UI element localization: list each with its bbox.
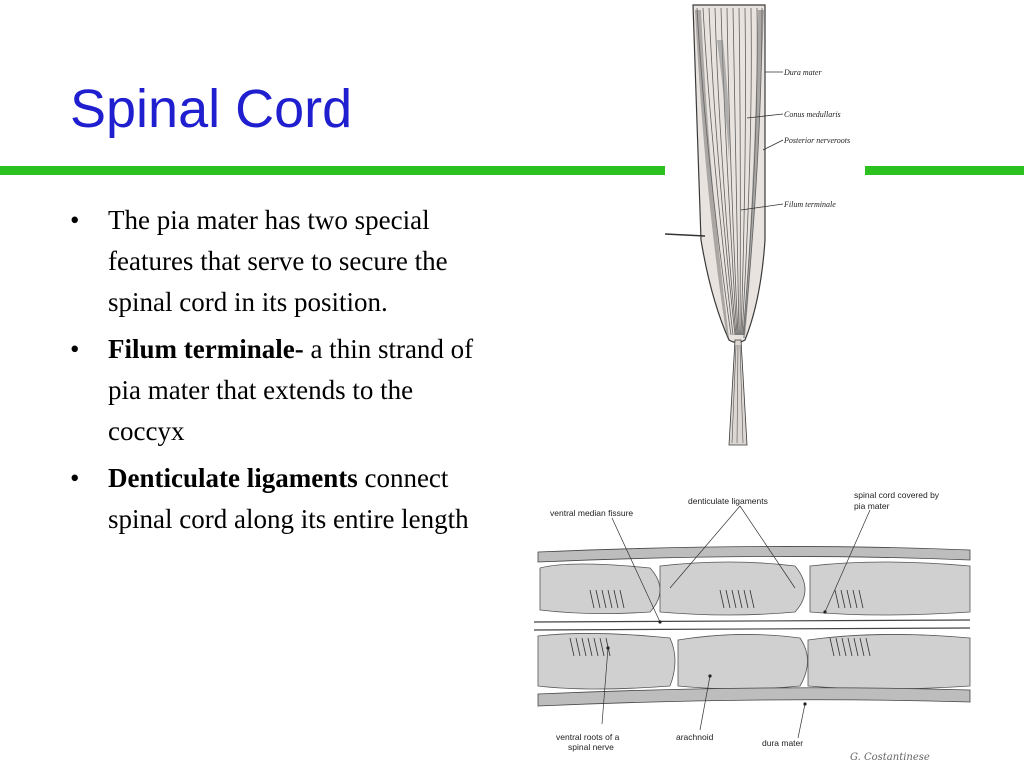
bullet-dot: • (70, 334, 80, 364)
label-arachnoid: arachnoid (676, 732, 714, 742)
bullet-bold: Filum terminale- (108, 334, 304, 364)
filum-terminale-illustration: Dura mater Conus medullaris Posterior ne… (665, 0, 865, 450)
bullet-dot: • (70, 463, 80, 493)
label-ventral-roots-2: spinal nerve (568, 742, 614, 752)
illustrator-signature: G. Costantinese (850, 752, 930, 763)
bullet-bold: Denticulate ligaments (108, 463, 358, 493)
label-conus-medullaris: Conus medullaris (784, 110, 841, 119)
label-posterior-nerveroots: Posterior nerveroots (783, 136, 850, 145)
bullet-item: • Filum terminale- a thin strand of pia … (70, 329, 490, 452)
bullet-list: • The pia mater has two special features… (70, 200, 490, 546)
bullet-text: The pia mater has two special features t… (108, 205, 448, 317)
bullet-dot: • (70, 205, 80, 235)
label-denticulate-ligaments: denticulate ligaments (688, 496, 768, 506)
denticulate-ligaments-illustration: ventral median fissure denticulate ligam… (530, 480, 1024, 768)
label-dura-mater-bottom: dura mater (762, 738, 803, 748)
title-underline-right (865, 166, 1024, 175)
bullet-item: • The pia mater has two special features… (70, 200, 490, 323)
slide-title: Spinal Cord (70, 79, 353, 139)
label-dura-mater: Dura mater (783, 68, 822, 77)
label-filum-terminale: Filum terminale (783, 200, 836, 209)
label-spinal-cord-covered-2: pia mater (854, 501, 890, 511)
label-ventral-roots-1: ventral roots of a (556, 732, 620, 742)
bullet-item: • Denticulate ligaments connect spinal c… (70, 458, 490, 540)
title-underline-left (0, 166, 665, 175)
label-ventral-median-fissure: ventral median fissure (550, 508, 633, 518)
bullet-text: connect spinal cord along its entire len… (108, 463, 469, 534)
bullet-text: a thin strand of pia mater that extends … (108, 334, 474, 446)
label-spinal-cord-covered-1: spinal cord covered by (854, 490, 940, 500)
